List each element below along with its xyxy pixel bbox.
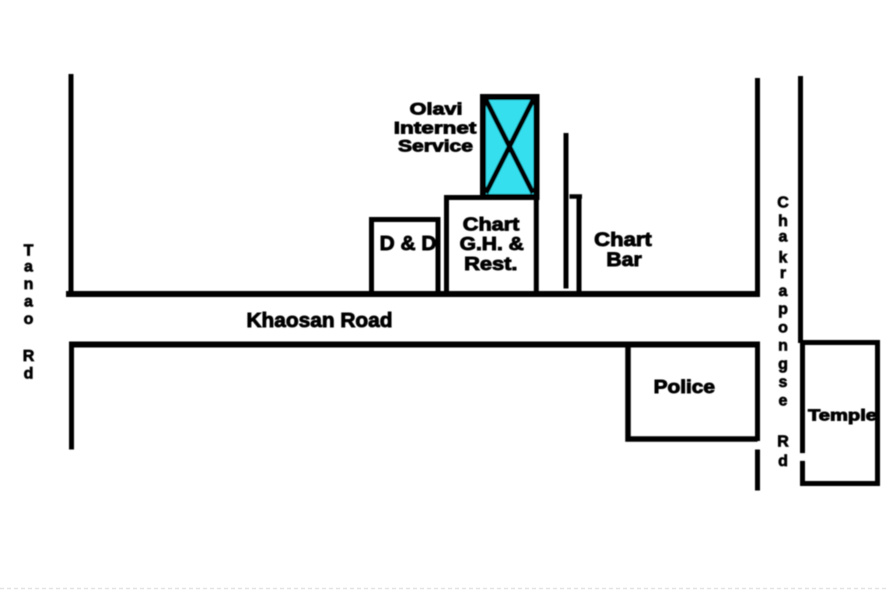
svg-text:T: T (24, 243, 34, 260)
svg-text:g: g (778, 356, 788, 373)
svg-text:Bar: Bar (606, 250, 642, 271)
svg-text:d: d (24, 366, 34, 383)
svg-text:Service: Service (398, 137, 473, 156)
svg-text:a: a (779, 229, 788, 246)
svg-text:Chart: Chart (463, 214, 520, 234)
svg-text:Khaosan Road: Khaosan Road (247, 310, 393, 332)
svg-text:o: o (24, 311, 34, 328)
svg-text:o: o (778, 320, 788, 337)
svg-text:e: e (779, 393, 788, 410)
svg-text:G.H. &: G.H. & (460, 234, 524, 254)
svg-text:h: h (778, 213, 788, 230)
svg-text:p: p (778, 301, 788, 318)
svg-text:Temple: Temple (808, 408, 877, 425)
svg-text:Internet: Internet (394, 119, 477, 138)
svg-text:n: n (24, 276, 34, 293)
svg-text:a: a (24, 294, 33, 311)
svg-text:a: a (24, 259, 33, 276)
svg-text:C: C (777, 195, 789, 212)
svg-text:R: R (23, 348, 35, 365)
svg-text:r: r (780, 265, 786, 282)
svg-text:a: a (779, 283, 788, 300)
svg-text:k: k (779, 250, 788, 267)
svg-text:R: R (777, 434, 789, 451)
svg-text:d: d (778, 453, 788, 470)
svg-text:s: s (779, 374, 788, 391)
svg-text:n: n (778, 338, 788, 355)
svg-text:Police: Police (654, 377, 715, 397)
svg-text:Olavi: Olavi (410, 100, 463, 119)
svg-text:Rest.: Rest. (464, 254, 517, 274)
svg-text:Chart: Chart (594, 230, 652, 251)
svg-text:D & D: D & D (380, 233, 437, 255)
